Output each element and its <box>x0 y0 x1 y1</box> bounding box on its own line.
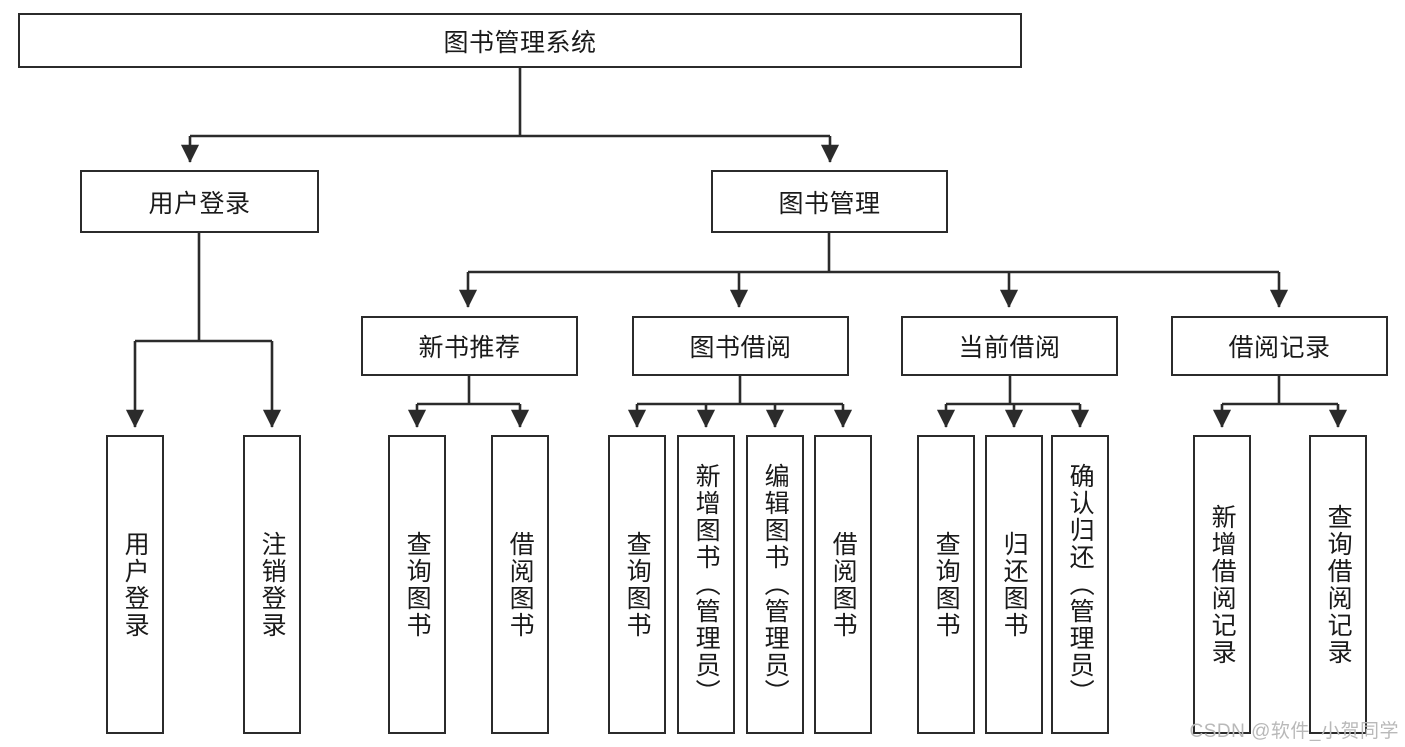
node-label: 新增借阅记录 <box>1208 503 1237 666</box>
node-label: 用户登录 <box>121 530 150 639</box>
node-book-borrow[interactable]: 图书借阅 <box>632 316 849 376</box>
node-new-book-recommend[interactable]: 新书推荐 <box>361 316 578 376</box>
node-label: 查询图书 <box>623 530 652 639</box>
node-user-login[interactable]: 用户登录 <box>80 170 319 233</box>
node-label: 新增图书（管理员） <box>692 463 721 706</box>
node-label: 借阅图书 <box>506 530 535 639</box>
node-label: 用户登录 <box>148 189 251 218</box>
node-label: 借阅记录 <box>1228 334 1331 362</box>
node-label: 当前借阅 <box>958 334 1061 362</box>
node-leaf-query-book-1[interactable]: 查询图书 <box>388 435 446 734</box>
node-leaf-return-book[interactable]: 归还图书 <box>985 435 1043 734</box>
node-borrow-record[interactable]: 借阅记录 <box>1171 316 1388 376</box>
node-label: 注销登录 <box>258 530 287 639</box>
node-label: 图书管理 <box>778 189 881 218</box>
node-leaf-edit-book[interactable]: 编辑图书（管理员） <box>746 435 804 734</box>
node-label: 借阅图书 <box>829 530 858 639</box>
node-leaf-borrow-book-2[interactable]: 借阅图书 <box>814 435 872 734</box>
node-leaf-user-login[interactable]: 用户登录 <box>106 435 164 734</box>
node-label: 查询借阅记录 <box>1324 503 1353 666</box>
node-leaf-add-record[interactable]: 新增借阅记录 <box>1193 435 1251 734</box>
node-label: 新书推荐 <box>418 334 521 362</box>
node-root-book-management-system[interactable]: 图书管理系统 <box>18 13 1022 68</box>
node-leaf-logout-login[interactable]: 注销登录 <box>243 435 301 734</box>
node-label: 编辑图书（管理员） <box>761 463 790 706</box>
node-leaf-confirm-return[interactable]: 确认归还（管理员） <box>1051 435 1109 734</box>
node-leaf-query-book-2[interactable]: 查询图书 <box>608 435 666 734</box>
node-current-borrow[interactable]: 当前借阅 <box>901 316 1118 376</box>
node-leaf-query-record[interactable]: 查询借阅记录 <box>1309 435 1367 734</box>
node-label: 查询图书 <box>403 530 432 639</box>
node-book-manage[interactable]: 图书管理 <box>711 170 948 233</box>
node-label: 图书管理系统 <box>443 28 597 57</box>
node-label: 图书借阅 <box>689 334 792 362</box>
node-leaf-query-book-3[interactable]: 查询图书 <box>917 435 975 734</box>
node-label: 归还图书 <box>1000 530 1029 639</box>
node-leaf-add-book[interactable]: 新增图书（管理员） <box>677 435 735 734</box>
node-leaf-borrow-book-1[interactable]: 借阅图书 <box>491 435 549 734</box>
node-label: 查询图书 <box>932 530 961 639</box>
node-label: 确认归还（管理员） <box>1066 463 1095 706</box>
